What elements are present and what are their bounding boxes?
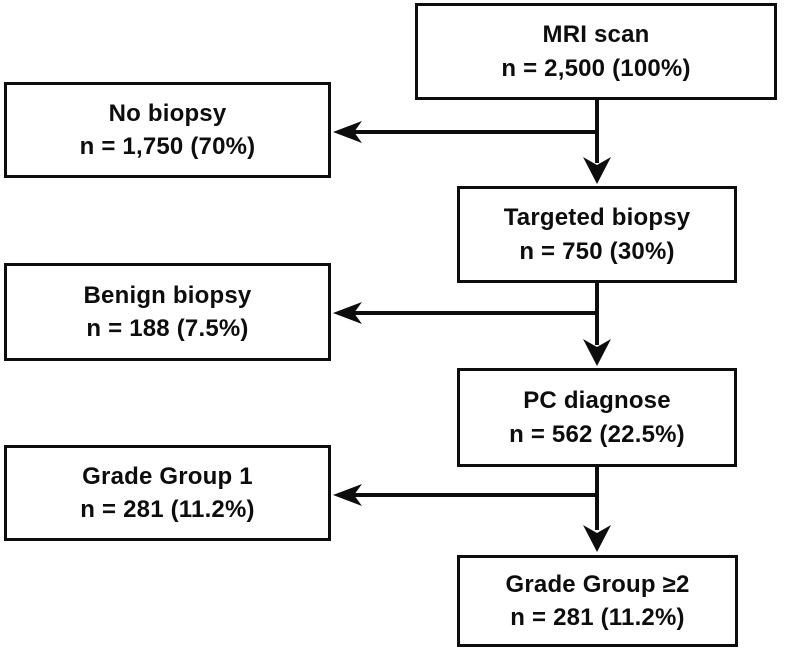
flow-node-no-biopsy: No biopsy n = 1,750 (70%) xyxy=(4,82,331,178)
node-value: n = 750 (30%) xyxy=(519,237,675,265)
node-label: Grade Group 1 xyxy=(82,462,253,490)
arrowhead-left-nobiopsy xyxy=(333,121,362,143)
node-value: n = 562 (22.5%) xyxy=(509,420,685,448)
node-label: Benign biopsy xyxy=(83,281,252,309)
arrowhead-down-gg2 xyxy=(583,525,611,552)
node-label: Grade Group ≥2 xyxy=(505,570,690,598)
node-label: PC diagnose xyxy=(523,387,671,415)
arrowhead-down-targeted xyxy=(583,157,611,184)
flow-node-pc-diagnose: PC diagnose n = 562 (22.5%) xyxy=(457,368,737,467)
flow-node-benign-biopsy: Benign biopsy n = 188 (7.5%) xyxy=(4,263,331,361)
node-label: No biopsy xyxy=(108,99,227,127)
node-value: n = 188 (7.5%) xyxy=(86,315,249,342)
node-label: Targeted biopsy xyxy=(503,204,691,232)
flow-node-grade-group-ge2: Grade Group ≥2 n = 281 (11.2%) xyxy=(457,555,738,647)
node-value: n = 281 (11.2%) xyxy=(80,496,255,523)
flow-node-mri-scan: MRI scan n = 2,500 (100%) xyxy=(415,3,777,100)
flow-node-grade-group-1: Grade Group 1 n = 281 (11.2%) xyxy=(4,445,331,541)
arrowhead-down-pc xyxy=(583,339,611,366)
flow-node-targeted-biopsy: Targeted biopsy n = 750 (30%) xyxy=(457,186,737,283)
arrowhead-left-benign xyxy=(333,302,362,324)
node-value: n = 2,500 (100%) xyxy=(501,54,691,82)
node-value: n = 1,750 (70%) xyxy=(79,133,256,160)
arrowhead-left-gg1 xyxy=(333,484,362,506)
node-label: MRI scan xyxy=(542,21,650,49)
node-value: n = 281 (11.2%) xyxy=(510,604,685,631)
